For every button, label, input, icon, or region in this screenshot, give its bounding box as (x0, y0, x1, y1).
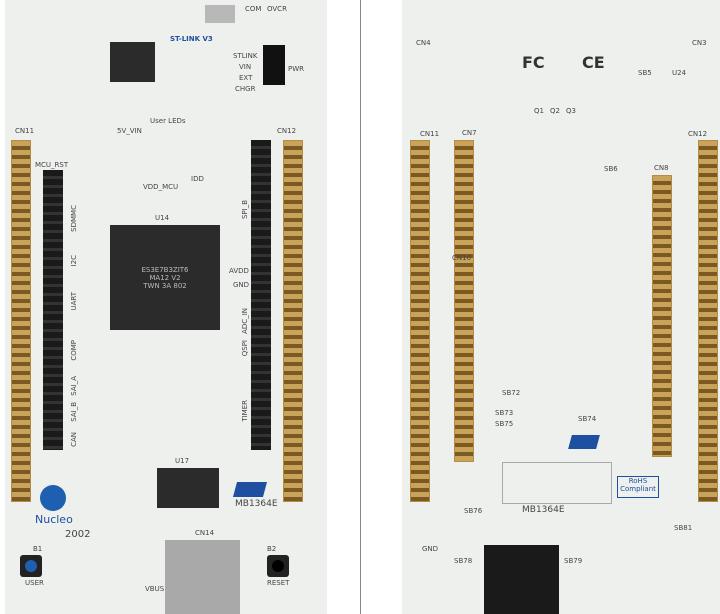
label-spi-b: SPI_B (241, 200, 249, 220)
rohs-compliant: Compliant (620, 485, 656, 493)
label-gnd: GND (233, 281, 250, 289)
label-com: COM (245, 5, 262, 13)
user-button-label: USER (25, 579, 44, 587)
stlink-mcu (110, 42, 155, 82)
stlink-label: ST-LINK V3 (170, 35, 213, 43)
label-sai-b: SAI_B (70, 402, 78, 422)
pin-header-right-inner (251, 140, 271, 450)
divider (360, 0, 361, 614)
label-sb5: SB5 (638, 69, 652, 77)
ethernet-jack-back (484, 545, 559, 614)
label-user-leds: User LEDs (150, 117, 186, 125)
label-q1: Q1 (534, 107, 544, 115)
label-timer: TIMER (241, 400, 249, 422)
label-cn10: CN10 (452, 254, 472, 262)
mcu-marking-1: ES3E7B3ZIT6 (141, 265, 189, 274)
label-idd: IDD (191, 175, 204, 183)
ethernet-jack (165, 540, 240, 614)
back-pins-3 (652, 175, 672, 457)
label-sb72: SB72 (502, 389, 521, 397)
label-vdd-mcu: VDD_MCU (143, 183, 179, 191)
label-stlink: STLINK (233, 52, 258, 60)
fcc-mark: FC (522, 53, 545, 72)
label-i2c: I2C (70, 255, 78, 267)
pin-header-left-inner (43, 170, 63, 450)
label-vbus: VBUS (145, 585, 165, 593)
label-area (502, 462, 612, 504)
label-sb75: SB75 (495, 420, 514, 428)
connector-stlink-jumpers (263, 45, 285, 85)
label-q3: Q3 (566, 107, 576, 115)
board-front: CN11 CN12 ST-LINK V3 COM OVCR STLINK VIN… (5, 0, 327, 614)
brand-label: Nucleo (35, 513, 73, 526)
label-uart: UART (70, 292, 78, 311)
year-label: 2002 (65, 529, 91, 540)
label-sai-a: SAI_A (70, 376, 78, 396)
label-u14: U14 (155, 214, 170, 222)
ce-mark: CE (582, 53, 605, 72)
label-pwr: PWR (288, 65, 305, 73)
usb-connector-top (205, 5, 235, 23)
label-sb79: SB79 (564, 557, 583, 565)
label-cn7: CN7 (462, 129, 477, 137)
label-cn12: CN12 (277, 127, 297, 135)
board-id-label: MB1364E (235, 499, 278, 509)
label-u24: U24 (672, 69, 687, 77)
label-sb74: SB74 (578, 415, 597, 423)
label-adc-in: ADC_IN (241, 308, 249, 334)
back-pins-4 (698, 140, 718, 502)
label-sdmmc: SDMMC (70, 205, 78, 232)
label-sb73: SB73 (495, 409, 514, 417)
label-qspi: QSPI (241, 340, 249, 357)
label-mcu-rst: MCU_RST (35, 161, 69, 169)
label-cn11-back: CN11 (420, 130, 440, 138)
ethernet-phy (157, 468, 219, 508)
st-logo-icon (232, 482, 268, 497)
mcu-marking-2: MA12 V2 (149, 273, 181, 282)
label-cn11: CN11 (15, 127, 35, 135)
reset-button-label: RESET (267, 579, 290, 587)
label-q2: Q2 (550, 107, 560, 115)
label-sb6: SB6 (604, 165, 618, 173)
rohs-badge: RoHS Compliant (617, 476, 659, 498)
pin-header-right-outer (283, 140, 303, 502)
label-avdd: AVDD (229, 267, 249, 275)
label-gnd-back: GND (422, 545, 439, 553)
label-chgr: CHGR (235, 85, 256, 93)
back-board-id: MB1364E (522, 505, 565, 515)
label-vin: VIN (239, 63, 252, 71)
back-pins-2 (454, 140, 474, 462)
label-cn12-back: CN12 (688, 130, 708, 138)
pin-header-left-outer (11, 140, 31, 502)
label-ovcr: OVCR (267, 5, 287, 13)
label-u17: U17 (175, 457, 190, 465)
label-b1: B1 (33, 545, 43, 553)
label-comp: COMP (70, 340, 78, 361)
label-cn3: CN3 (692, 39, 707, 47)
label-sb81: SB81 (674, 524, 693, 532)
label-cn8: CN8 (654, 164, 669, 172)
label-cn4: CN4 (416, 39, 431, 47)
back-pins-1 (410, 140, 430, 502)
label-can: CAN (70, 432, 78, 447)
label-cn14: CN14 (195, 529, 215, 537)
label-5v-vin: 5V_VIN (117, 127, 142, 135)
board-back: CN4 CN3 FC CE SB5 U24 Q1 Q2 Q3 CN11 CN12… (402, 0, 720, 614)
label-sb78: SB78 (454, 557, 473, 565)
label-ext: EXT (239, 74, 253, 82)
reset-button[interactable] (267, 555, 289, 577)
mcu-marking-3: TWN 3A 802 (143, 281, 187, 290)
rohs-text: RoHS (628, 477, 648, 485)
main-mcu: ES3E7B3ZIT6 MA12 V2 TWN 3A 802 (110, 225, 220, 330)
st-logo-back-icon (568, 435, 600, 449)
label-sb76: SB76 (464, 507, 483, 515)
nucleo-logo-icon (40, 485, 66, 511)
user-button[interactable] (20, 555, 42, 577)
label-b2: B2 (267, 545, 277, 553)
